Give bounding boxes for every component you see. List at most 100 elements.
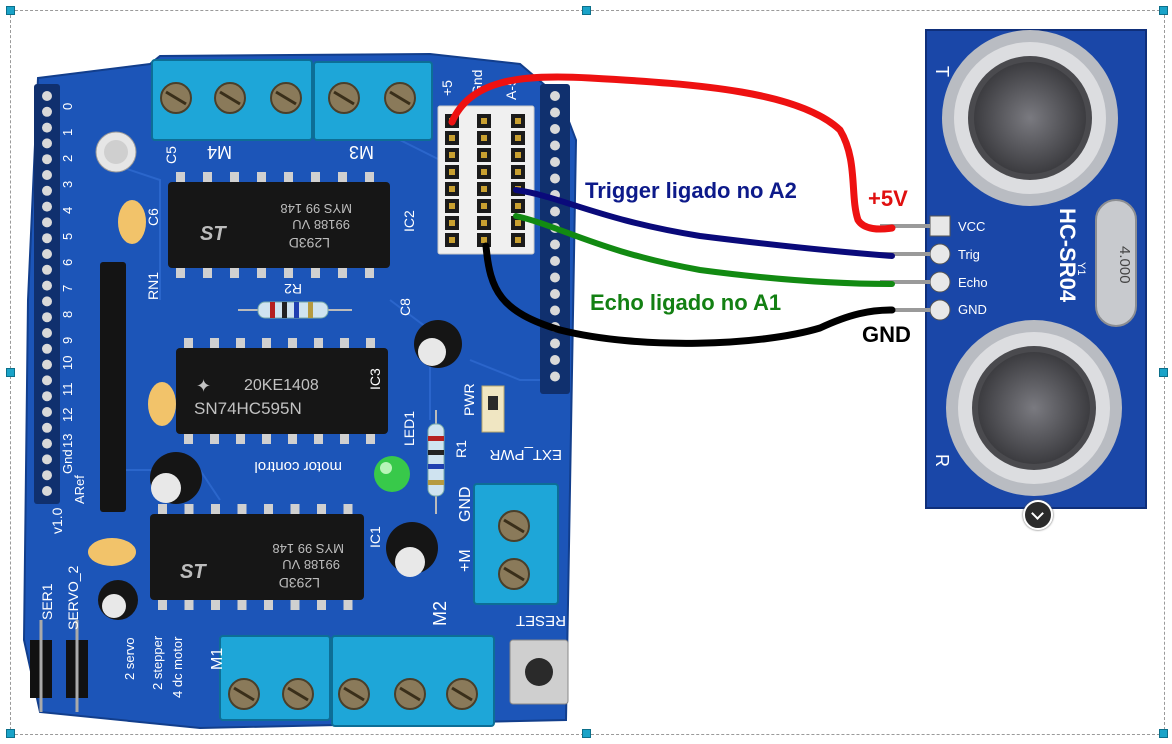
digital-pin-label: 2: [60, 155, 75, 162]
header-pin: [42, 375, 52, 386]
analog-header: [540, 84, 570, 394]
chip-top-line2: 99188 VU: [292, 217, 350, 232]
wire-echo: [513, 213, 895, 287]
pin-label-gnd: GND: [958, 302, 987, 317]
capacitor-c1: [88, 538, 136, 566]
chip-leg: [288, 434, 297, 444]
chip-mid-line1: 20KE1408: [244, 377, 319, 394]
resize-handle-bottom-center[interactable]: [582, 729, 591, 738]
header-pin: [42, 201, 52, 212]
resize-handle-bottom-left[interactable]: [6, 729, 15, 738]
header-pin: [550, 157, 560, 167]
pin-contact: [515, 169, 521, 175]
screw-slot: [333, 90, 355, 106]
screw-slot: [275, 90, 297, 106]
header-pin: [42, 170, 52, 180]
pin-contact: [449, 135, 455, 141]
chip-leg: [230, 268, 239, 278]
resize-handle-middle-left[interactable]: [6, 368, 15, 377]
pin-contact: [481, 118, 487, 124]
resize-handle-bottom-right[interactable]: [1159, 729, 1168, 738]
label-reset: RESET: [516, 612, 566, 629]
header-pin: [550, 91, 560, 101]
ti-logo: ✦: [196, 376, 211, 396]
screw-slot: [219, 90, 241, 106]
screw-slot: [233, 686, 255, 702]
chip-leg: [237, 600, 247, 610]
digital-pin-label: 5: [60, 233, 75, 240]
header-pin: [42, 328, 52, 338]
resize-handle-top-right[interactable]: [1159, 6, 1168, 15]
header-pin: [550, 124, 560, 134]
screw-slot: [287, 686, 309, 702]
digital-pin-label: 0: [60, 103, 75, 110]
resize-handle-top-left[interactable]: [6, 6, 15, 15]
label-led1: LED1: [401, 411, 417, 446]
digital-pin-label: 4: [60, 207, 75, 214]
st-logo-bottom: ST: [180, 561, 207, 583]
capacitor-c5: [95, 131, 137, 173]
chip-leg: [211, 504, 220, 514]
chip-leg: [210, 338, 219, 348]
resize-handle-top-center[interactable]: [582, 6, 591, 15]
chip-leg: [158, 504, 167, 514]
header-pin: [550, 272, 560, 283]
chip-leg: [210, 434, 219, 444]
pin-contact: [515, 220, 521, 226]
pin-contact: [481, 169, 487, 175]
chip-leg: [284, 268, 293, 278]
expand-chevron-icon[interactable]: [1023, 500, 1053, 530]
digital-pin-label: 12: [60, 408, 75, 422]
sensor-pin-vcc: VCC: [929, 215, 985, 237]
label-gnd-ext: GND: [457, 486, 474, 522]
digital-pin-label: 10: [60, 356, 75, 370]
chip-leg: [288, 338, 297, 348]
chip-top-line1: L293D: [289, 235, 330, 251]
screw-slot: [451, 686, 473, 702]
header-pin: [42, 91, 52, 101]
label-version: v1.0: [49, 507, 65, 534]
led1: [374, 456, 410, 492]
label-echo: Echo ligado no A1: [590, 290, 781, 315]
header-pin: [42, 438, 52, 449]
chip-leg: [236, 434, 245, 444]
screw-slot: [343, 686, 365, 702]
chip-leg: [340, 434, 349, 444]
chip-leg: [262, 338, 271, 348]
resistor-r1: [427, 410, 445, 514]
pin-contact: [515, 203, 521, 209]
chip-leg: [257, 172, 266, 182]
chip-mid-line2: SN74HC595N: [194, 399, 302, 418]
pin-contact: [449, 169, 455, 175]
digital-pin-label: 3: [60, 181, 75, 188]
chip-leg: [236, 338, 245, 348]
pin-contact: [449, 152, 455, 158]
chip-leg: [158, 600, 167, 610]
pin-contact: [515, 135, 521, 141]
label-c6: C6: [145, 208, 161, 226]
chip-l293d-top: L293D 99188 VU MYS 99 148 ST: [168, 182, 390, 268]
crystal-oscillator: 4.000: [1095, 199, 1137, 327]
resize-handle-middle-right[interactable]: [1159, 368, 1168, 377]
capacitor-c7: [386, 522, 438, 577]
header-pin: [550, 355, 560, 365]
header-pin: [550, 305, 560, 316]
label-ic1: IC1: [367, 526, 383, 548]
header-pin: [42, 312, 52, 323]
chip-leg: [366, 338, 375, 348]
pin-label-echo: Echo: [958, 275, 988, 290]
chip-leg: [365, 172, 374, 182]
wire-trig: [513, 187, 895, 259]
header-pin: [42, 185, 52, 196]
label-pwr: PWR: [461, 383, 477, 416]
label-servo2: SERVO_2: [65, 565, 81, 630]
pin-contact: [449, 203, 455, 209]
label-r1: R1: [453, 440, 469, 458]
chip-leg: [290, 600, 300, 610]
label-servo-list: 2 servo: [122, 637, 137, 680]
capacitor-c8: [414, 320, 462, 368]
chip-bottom-line1: L293D: [279, 575, 320, 591]
label-motor-control: motor control: [254, 458, 342, 475]
